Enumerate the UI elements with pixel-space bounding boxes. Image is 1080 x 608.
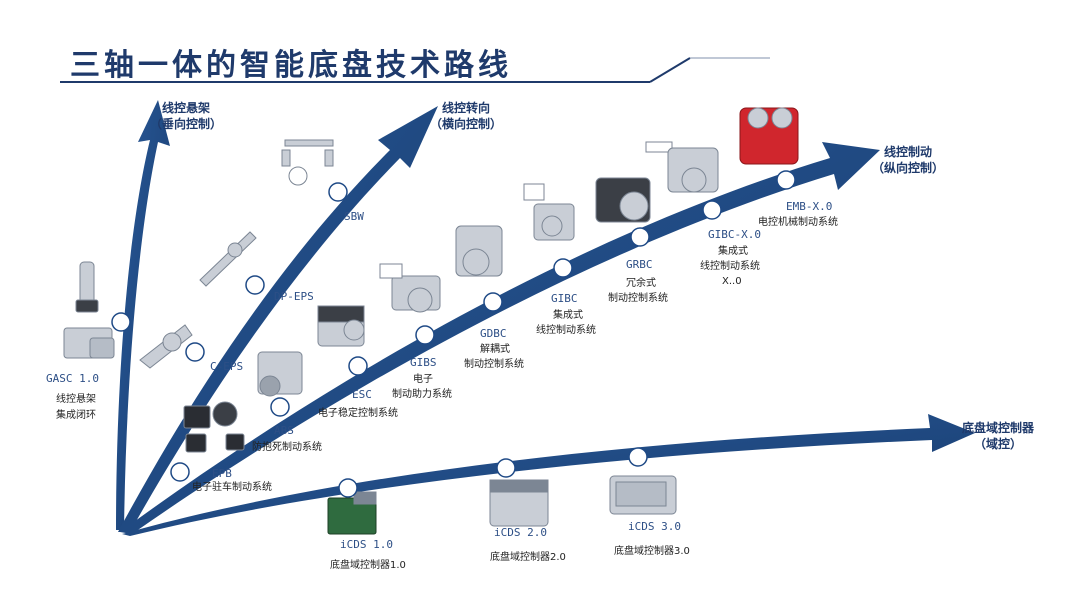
longitudinal-axis-sub: （纵向控制） [872, 160, 944, 176]
page-title: 三轴一体的智能底盘技术路线 [70, 40, 512, 84]
lateral-axis-name: 线控转向 [430, 100, 502, 116]
abs-desc: 防抱死制动系统 [252, 440, 322, 455]
gibs-image [380, 264, 440, 312]
gibs-desc-1: 电子 [413, 372, 433, 387]
suspension-controller-image [64, 328, 114, 358]
icds1-image [328, 492, 376, 534]
node-grbc [631, 228, 649, 246]
lateral-axis-label: 线控转向 （横向控制） [430, 100, 502, 132]
node-abs [271, 398, 289, 416]
longitudinal-axis-name: 线控制动 [872, 144, 944, 160]
node-esc [349, 357, 367, 375]
abs-code: ABS [274, 424, 294, 437]
node-gibc [554, 259, 572, 277]
grbc-image [596, 178, 650, 222]
emb-code: EMB-X.0 [786, 200, 832, 213]
sbw-code: SBW [344, 210, 364, 223]
icds1-code: iCDS 1.0 [340, 538, 393, 551]
gibc-x-desc-1: 集成式 [718, 244, 748, 259]
gibc-code: GIBC [551, 292, 578, 305]
grbc-code: GRBC [626, 258, 653, 271]
abs-image [258, 352, 302, 396]
node-gdbc [484, 293, 502, 311]
node-icds2 [497, 459, 515, 477]
domain-axis-name: 底盘域控制器 [962, 420, 1034, 436]
epb-code: EPB [212, 467, 232, 480]
gdbc-desc-1: 解耦式 [480, 342, 510, 357]
gibc-x-code: GIBC-X.0 [708, 228, 761, 241]
gibc-desc-2: 线控制动系统 [536, 323, 596, 338]
c-eps-image [140, 325, 192, 368]
grbc-desc-1: 冗余式 [626, 276, 656, 291]
vertical-axis-sub: （垂向控制） [150, 116, 222, 132]
gdbc-image [456, 226, 502, 276]
lateral-axis-arrow [118, 106, 438, 532]
dp-eps-image [200, 232, 256, 286]
esc-image [318, 306, 364, 346]
icds3-desc: 底盘域控制器3.0 [614, 544, 690, 559]
sbw-image [282, 140, 333, 185]
node-gibc-x [703, 201, 721, 219]
emb-desc: 电控机械制动系统 [758, 215, 838, 230]
vertical-axis-name: 线控悬架 [150, 100, 222, 116]
esc-desc: 电子稳定控制系统 [318, 406, 398, 421]
lateral-axis-sub: （横向控制） [430, 116, 502, 132]
gibc-image [524, 184, 574, 240]
gibc-x-desc-2: 线控制动系统 [700, 259, 760, 274]
domain-axis-sub: （域控） [962, 436, 1034, 452]
icds2-desc: 底盘域控制器2.0 [490, 550, 566, 565]
grbc-desc-2: 制动控制系统 [608, 291, 668, 306]
icds2-code: iCDS 2.0 [494, 526, 547, 539]
gibc-desc-1: 集成式 [553, 308, 583, 323]
icds1-desc: 底盘域控制器1.0 [330, 558, 406, 573]
node-dp-eps [246, 276, 264, 294]
gibs-desc-2: 制动助力系统 [392, 387, 452, 402]
dp-eps-code: DP-EPS [274, 290, 314, 303]
gasc-code: GASC 1.0 [46, 372, 99, 385]
vertical-axis-label: 线控悬架 （垂向控制） [150, 100, 222, 132]
node-icds1 [339, 479, 357, 497]
gdbc-code: GDBC [480, 327, 507, 340]
node-icds3 [629, 448, 647, 466]
gdbc-desc-2: 制动控制系统 [464, 357, 524, 372]
node-sbw [329, 183, 347, 201]
epb-desc: 电子驻车制动系统 [192, 480, 272, 495]
gibc-x-desc-3: X..0 [722, 274, 742, 289]
node-gasc [112, 313, 130, 331]
gibc-x-image [646, 142, 718, 192]
longitudinal-axis-label: 线控制动 （纵向控制） [872, 144, 944, 176]
gibs-code: GIBS [410, 356, 437, 369]
icds2-image [490, 480, 548, 526]
icds3-image [610, 476, 676, 514]
emb-image [740, 108, 798, 164]
air-spring-image [76, 262, 98, 312]
c-eps-code: C-EPS [210, 360, 243, 373]
icds3-code: iCDS 3.0 [628, 520, 681, 533]
gasc-desc-1: 线控悬架 [56, 392, 96, 407]
node-emb [777, 171, 795, 189]
node-gibs [416, 326, 434, 344]
node-epb [171, 463, 189, 481]
node-c-eps [186, 343, 204, 361]
domain-axis-label: 底盘域控制器 （域控） [962, 420, 1034, 452]
esc-code: ESC [352, 388, 372, 401]
epb-image [184, 402, 244, 452]
gasc-desc-2: 集成闭环 [56, 408, 96, 423]
